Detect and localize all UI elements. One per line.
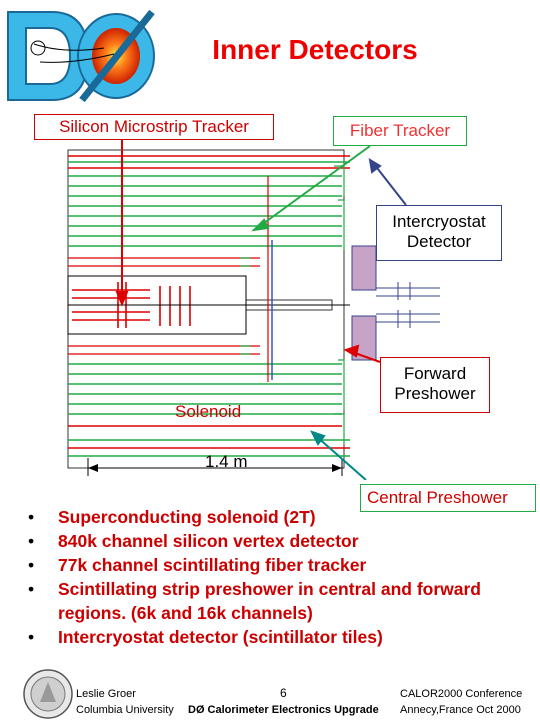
arrow-forward-preshower	[343, 344, 381, 363]
arrow-silicon	[115, 136, 129, 307]
bullet-text: 77k channel scintillating fiber tracker	[58, 555, 367, 575]
silicon-tracker-label: Silicon Microstrip Tracker	[34, 114, 274, 140]
tracker-layers	[68, 155, 350, 457]
bullet-list: • Superconducting solenoid (2T) • 840k cha…	[28, 505, 528, 649]
bullet-marker: •	[28, 627, 35, 647]
d0-logo	[7, 9, 155, 103]
university-seal-icon	[23, 669, 73, 719]
footer-conference: CALOR2000 Conference	[400, 688, 523, 700]
bullet-item: • Scintillating strip preshower in centra…	[28, 577, 528, 625]
page-number: 6	[280, 686, 287, 700]
bullet-marker: •	[28, 579, 35, 599]
length-label: 1.4 m	[205, 452, 248, 471]
bullet-item: • 840k channel silicon vertex detector	[28, 529, 528, 553]
bullet-marker: •	[28, 531, 35, 551]
central-preshower-label: Central Preshower	[360, 484, 536, 512]
footer-subtitle: DØ Calorimeter Electronics Upgrade	[188, 704, 379, 716]
arrow-intercryostat	[368, 158, 407, 206]
page-title: Inner Detectors	[212, 34, 418, 65]
forward-preshower-label: Forward Preshower	[380, 357, 490, 413]
bullet-item: • Superconducting solenoid (2T)	[28, 505, 528, 529]
bullet-text: Superconducting solenoid (2T)	[58, 507, 316, 527]
bullet-text: Scintillating strip preshower in central…	[58, 579, 481, 623]
arrow-fiber	[251, 145, 371, 232]
bullet-text: Intercryostat detector (scintillator til…	[58, 627, 383, 647]
bullet-marker: •	[28, 507, 35, 527]
forward-preshower-label-line2: Preshower	[394, 383, 476, 403]
arrow-central-preshower	[310, 430, 367, 480]
detector-diagram	[67, 136, 440, 480]
intercryostat-label: Intercryostat Detector	[376, 205, 502, 261]
bullet-text: 840k channel silicon vertex detector	[58, 531, 359, 551]
bullet-item: • 77k channel scintillating fiber tracker	[28, 553, 528, 577]
forward-preshower-label-line1: Forward	[403, 364, 467, 383]
solenoid-label: Solenoid	[175, 402, 242, 421]
footer-institution: Columbia University	[76, 704, 174, 716]
intercryostat-label-line2: Detector	[406, 231, 472, 251]
intercryostat-label-line1: Intercryostat	[392, 212, 486, 231]
footer-author: Leslie Groer	[76, 688, 136, 700]
fiber-tracker-label: Fiber Tracker	[333, 116, 467, 146]
bullet-marker: •	[28, 555, 35, 575]
footer-location: Annecy,France Oct 2000	[400, 704, 521, 716]
bullet-item: • Intercryostat detector (scintillator ti…	[28, 625, 528, 649]
